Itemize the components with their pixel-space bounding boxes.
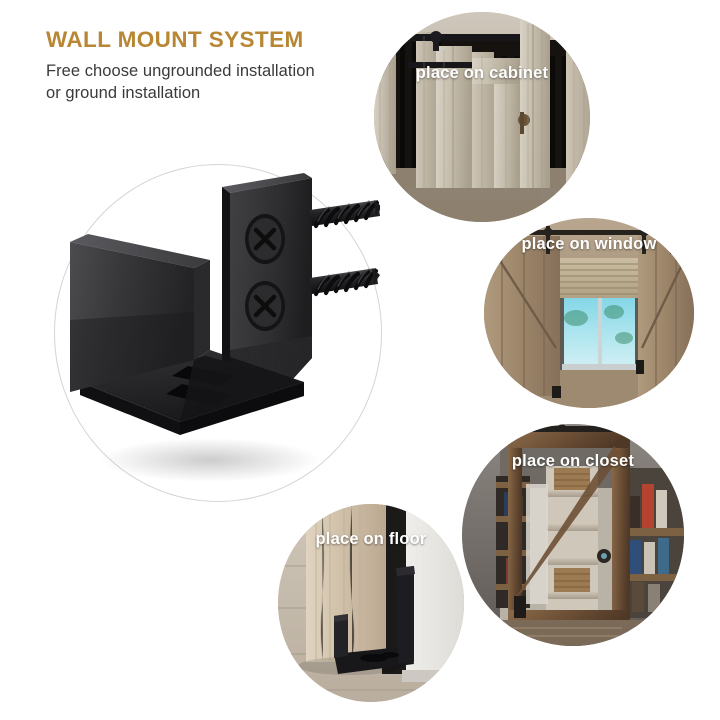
- bracket-right-wall: [222, 173, 312, 388]
- bracket-left-wall: [70, 234, 210, 392]
- subtitle-line-2: or ground installation: [46, 84, 201, 102]
- photo-place-on-closet: place on closet: [462, 424, 684, 646]
- photo-place-on-window: place on window: [484, 218, 694, 408]
- caption-place-on-floor: place on floor: [315, 530, 427, 548]
- cabinet-scene: [374, 12, 590, 222]
- subtitle-line-1: Free choose ungrounded installation: [46, 62, 315, 80]
- caption-place-on-window: place on window: [521, 235, 657, 253]
- wood-screw-top: [310, 200, 380, 229]
- installed-floor-guide-bracket: [334, 566, 415, 674]
- screw-head-recess-bottom: [245, 281, 285, 331]
- page-subtitle: Free choose ungrounded installation or g…: [46, 60, 315, 104]
- wood-screw-bottom: [310, 268, 380, 297]
- photo-place-on-cabinet: place on cabinet: [374, 12, 590, 222]
- caption-place-on-cabinet: place on cabinet: [415, 64, 549, 82]
- caption-place-on-closet: place on closet: [511, 452, 635, 470]
- product-bracket-image: [60, 160, 380, 500]
- screw-head-recess-top: [245, 214, 285, 264]
- photo-place-on-floor: place on floor: [278, 504, 464, 702]
- window-scene: [484, 218, 694, 408]
- closet-scene: [462, 424, 684, 646]
- floor-scene: [278, 504, 464, 702]
- page-title: WALL MOUNT SYSTEM: [46, 27, 304, 52]
